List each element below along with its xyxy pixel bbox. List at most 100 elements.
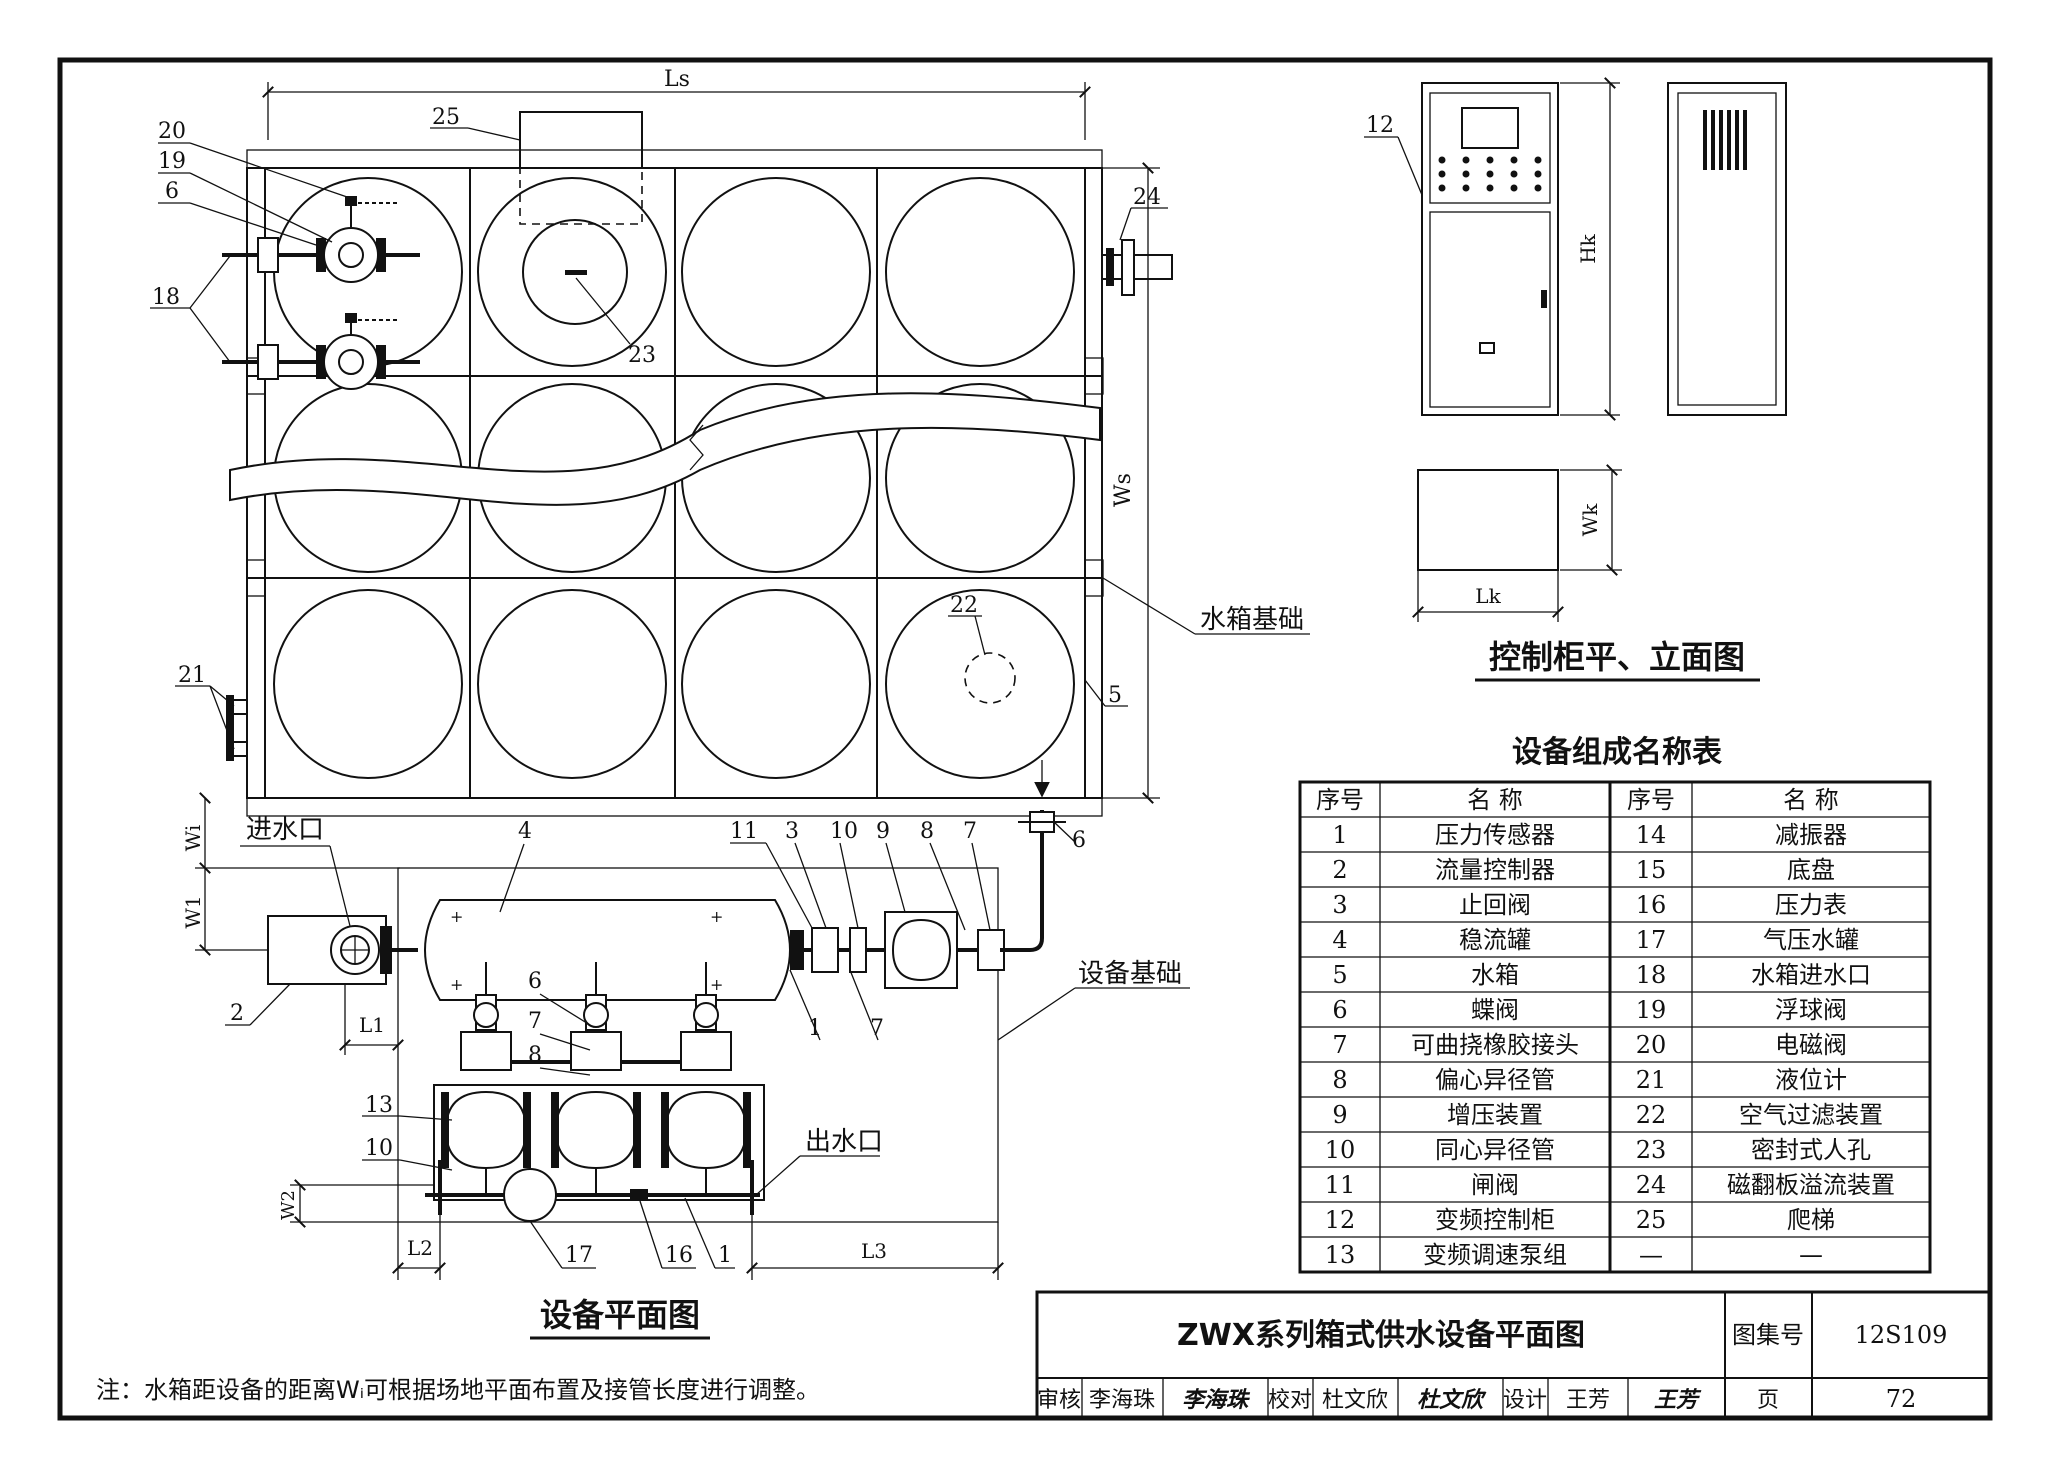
- legend-cell: 同心异径管: [1435, 1136, 1555, 1164]
- legend-cell: 11: [1325, 1171, 1356, 1199]
- legend-cell: 12: [1325, 1206, 1356, 1234]
- dim-w2-label: W2: [278, 1190, 299, 1220]
- atlas-number: 12S109: [1855, 1321, 1948, 1349]
- dimension-ws: Ws: [1102, 162, 1160, 804]
- callout-23: 23: [628, 343, 656, 368]
- legend-cell: 压力表: [1775, 891, 1847, 919]
- callout-9: 9: [876, 819, 890, 844]
- pump-unit: [444, 1090, 528, 1170]
- tank-panel-circle: [273, 589, 463, 779]
- dim-wk-label: Wk: [1578, 503, 1602, 537]
- cabinet-title: 控制柜平、立面图: [1489, 638, 1745, 676]
- legend-cell: 闸阀: [1471, 1171, 1519, 1199]
- atlas-label: 图集号: [1732, 1321, 1804, 1349]
- legend-cell: 空气过滤装置: [1739, 1101, 1883, 1129]
- legend-cell: 2: [1332, 856, 1347, 884]
- legend-header-cell: 名 称: [1467, 786, 1523, 814]
- review-label: 审核: [1037, 1388, 1081, 1413]
- label-equipment-base: 设备基础: [1078, 959, 1182, 989]
- designer-name: 王芳: [1566, 1388, 1610, 1413]
- svg-text:+: +: [450, 975, 463, 994]
- label-water-inlet: 进水口: [246, 815, 324, 845]
- water-tank-plan: [222, 111, 1173, 817]
- sheet-border: [57, 57, 1993, 1421]
- reviewer-name: 李海珠: [1089, 1388, 1155, 1413]
- legend-cell: 水箱进水口: [1751, 961, 1871, 989]
- legend-cell: 9: [1332, 1101, 1347, 1129]
- page-label: 页: [1757, 1388, 1779, 1413]
- callout-13: 13: [365, 1093, 393, 1118]
- equipment-callouts: 进水口 4 2 11 3 10 9 8 7 6 1 7 设备基础 6 7 8 1…: [225, 815, 1190, 1269]
- tank-panel-circle: [681, 589, 871, 779]
- tank-callouts: 20 19 6 18 21 25 23 24 22 5 水箱基础: [150, 105, 1310, 750]
- callout-10-pump: 10: [365, 1136, 393, 1161]
- legend-cell: 水箱: [1471, 961, 1519, 989]
- legend-cell: 可曲挠橡胶接头: [1411, 1031, 1579, 1059]
- callout-7-top: 7: [963, 819, 977, 844]
- tank-panel-circle: [477, 589, 667, 779]
- legend-cell: —: [1799, 1241, 1823, 1269]
- legend-cell: 气压水罐: [1763, 926, 1859, 954]
- callout-6-top: 6: [165, 179, 179, 204]
- legend-cell: 底盘: [1787, 856, 1835, 884]
- legend-cell: 4: [1332, 926, 1347, 954]
- legend-cell: 止回阀: [1459, 891, 1531, 919]
- legend-cell: 24: [1636, 1171, 1667, 1199]
- callout-25: 25: [432, 105, 460, 130]
- legend-cell: 6: [1332, 996, 1347, 1024]
- legend-cell: 17: [1636, 926, 1667, 954]
- callout-12: 12: [1366, 113, 1394, 138]
- callout-21: 21: [178, 663, 206, 688]
- callout-3: 3: [785, 819, 799, 844]
- legend-title: 设备组成名称表: [1512, 735, 1722, 770]
- legend-cell: 20: [1636, 1031, 1667, 1059]
- callout-17: 17: [565, 1243, 593, 1268]
- pump-unit: [554, 1090, 638, 1170]
- tank-panel-circle: [885, 383, 1075, 573]
- legend-cell: 压力传感器: [1435, 821, 1555, 849]
- control-cabinet: Hk Wk Lk 12: [1364, 77, 1787, 622]
- legend-cell: 减振器: [1775, 821, 1847, 849]
- callout-16: 16: [665, 1243, 693, 1268]
- footnote: 注：水箱距设备的距离Wᵢ可根据场地平面布置及接管长度进行调整。: [96, 1376, 820, 1404]
- legend-cell: 19: [1636, 996, 1667, 1024]
- callout-20: 20: [158, 119, 186, 144]
- legend-cell: 23: [1636, 1136, 1667, 1164]
- label-tank-base: 水箱基础: [1200, 605, 1304, 635]
- callout-2: 2: [230, 1001, 244, 1026]
- callout-7-pump: 7: [528, 1009, 542, 1034]
- designer-signature: 王芳: [1654, 1387, 1702, 1413]
- equipment-dimensions: Wi W1 L1 L2 L3 W2: [181, 792, 1004, 1280]
- pump-unit: [664, 1090, 748, 1170]
- equipment-plan: ++ ++: [267, 760, 1066, 1223]
- legend-cell: 变频调速泵组: [1423, 1241, 1567, 1269]
- dim-ls-label: Ls: [664, 67, 690, 92]
- svg-text:+: +: [710, 975, 723, 994]
- callout-22: 22: [950, 593, 978, 618]
- title-block: ZWX系列箱式供水设备平面图 图集号 12S109 审核 李海珠 李海珠 校对 …: [1035, 1290, 1992, 1420]
- legend-cell: 增压装置: [1447, 1101, 1543, 1129]
- legend-cell: 浮球阀: [1775, 996, 1847, 1024]
- legend-cell: 3: [1332, 891, 1347, 919]
- legend-cell: 5: [1332, 961, 1347, 989]
- label-water-outlet: 出水口: [805, 1127, 883, 1157]
- legend-header-cell: 序号: [1316, 786, 1364, 814]
- checker-signature: 杜文欣: [1417, 1387, 1487, 1413]
- callout-4: 4: [518, 819, 532, 844]
- callout-10: 10: [830, 819, 858, 844]
- callout-7-bottom: 7: [870, 1016, 884, 1041]
- legend-cell: 25: [1636, 1206, 1667, 1234]
- legend-header-cell: 序号: [1627, 786, 1675, 814]
- legend-cell: 16: [1636, 891, 1667, 919]
- legend-cell: 10: [1325, 1136, 1356, 1164]
- legend-cell: 8: [1332, 1066, 1347, 1094]
- plan-title: 设备平面图: [540, 1296, 700, 1334]
- tank-panel-circle: [885, 177, 1075, 367]
- legend-cell: 流量控制器: [1435, 856, 1555, 884]
- callout-1-pump: 1: [718, 1243, 732, 1268]
- svg-text:+: +: [710, 907, 723, 926]
- legend-cell: 14: [1636, 821, 1667, 849]
- callout-24: 24: [1133, 185, 1161, 210]
